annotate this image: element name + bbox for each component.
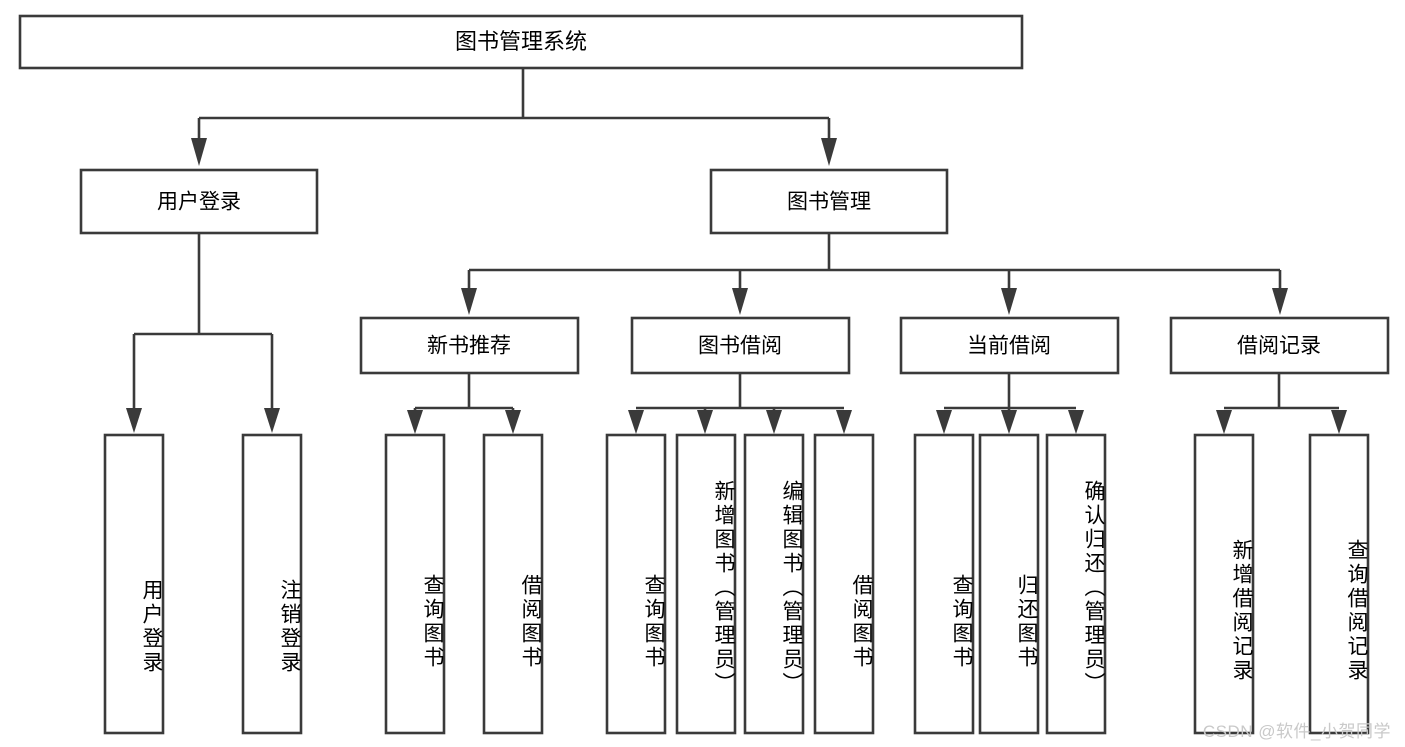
arrow-head-book-borrow <box>732 288 748 315</box>
leaf-box-br-query-record[interactable] <box>1308 433 1370 735</box>
arrow-head-bb-leaf-2 <box>697 410 713 434</box>
node-root-system-label: 图书管理系统 <box>455 29 587 54</box>
node-current-borrow-box <box>899 316 1120 375</box>
node-borrow-record-label: 借阅记录 <box>1237 335 1321 358</box>
leaf-box-nb-borrow-book[interactable] <box>482 433 544 735</box>
leaf-box-user-login[interactable] <box>103 433 165 735</box>
arrow-head-nb-leaf-1 <box>407 410 423 434</box>
arrow-head-bb-leaf-1 <box>628 410 644 434</box>
arrow-head-leaf-user-login <box>126 408 142 433</box>
leaf-box-bb-borrow-book[interactable] <box>813 433 875 735</box>
leaf-box-cb-query-book[interactable] <box>913 433 975 735</box>
connector-new-book-to-leaves <box>407 373 521 434</box>
node-root-system-box <box>18 14 1024 70</box>
node-borrow-record[interactable]: 借阅记录 <box>1169 316 1390 375</box>
arrow-head-bb-leaf-3 <box>766 410 782 434</box>
arrow-head-cb-leaf-3 <box>1068 410 1084 434</box>
leaf-box-nb-query-book[interactable] <box>384 433 446 735</box>
arrow-head-borrow-record <box>1272 288 1288 315</box>
connector-book-borrow-to-leaves <box>628 373 852 434</box>
node-root-system[interactable]: 图书管理系统 <box>18 14 1024 70</box>
arrow-head-bb-leaf-4 <box>836 410 852 434</box>
node-current-borrow-label: 当前借阅 <box>967 335 1051 358</box>
leaf-box-bb-add-book[interactable] <box>675 433 737 735</box>
node-new-book-recommend[interactable]: 新书推荐 <box>359 316 580 375</box>
arrow-head-br-leaf-1 <box>1216 410 1232 434</box>
arrow-head-book-manage <box>821 138 837 166</box>
leaf-box-br-add-record[interactable] <box>1193 433 1255 735</box>
csdn-watermark: CSDN @软件_小贺同学 <box>1202 722 1391 741</box>
leaf-box-logout[interactable] <box>241 433 303 735</box>
connector-user-login-to-leaves <box>126 233 280 433</box>
node-book-manage-box <box>709 168 949 235</box>
node-book-manage[interactable]: 图书管理 <box>709 168 949 235</box>
node-new-book-recommend-box <box>359 316 580 375</box>
node-book-borrow-label: 图书借阅 <box>698 335 782 358</box>
arrow-head-leaf-logout <box>264 408 280 433</box>
arrow-head-new-book <box>461 288 477 315</box>
connector-borrow-record-to-leaves <box>1216 373 1347 434</box>
arrow-head-nb-leaf-2 <box>505 410 521 434</box>
arrow-head-user-login <box>191 138 207 166</box>
node-book-borrow[interactable]: 图书借阅 <box>630 316 851 375</box>
connector-root-to-level2 <box>191 68 837 166</box>
leaf-box-bb-query-book[interactable] <box>605 433 667 735</box>
arrow-head-cb-leaf-1 <box>936 410 952 434</box>
node-book-borrow-box <box>630 316 851 375</box>
arrow-head-br-leaf-2 <box>1331 410 1347 434</box>
node-borrow-record-box <box>1169 316 1390 375</box>
node-user-login-label: 用户登录 <box>157 191 241 214</box>
arrow-head-current-borrow <box>1001 288 1017 315</box>
leaf-box-cb-confirm-return[interactable] <box>1045 433 1107 735</box>
arrow-head-cb-leaf-2 <box>1001 410 1017 434</box>
node-book-manage-label: 图书管理 <box>787 191 871 214</box>
node-user-login[interactable]: 用户登录 <box>79 168 319 235</box>
leaf-box-bb-edit-book[interactable] <box>743 433 805 735</box>
connector-book-manage-to-level3 <box>461 233 1288 315</box>
node-current-borrow[interactable]: 当前借阅 <box>899 316 1120 375</box>
node-new-book-recommend-label: 新书推荐 <box>427 335 511 358</box>
connector-current-borrow-to-leaves <box>936 373 1084 434</box>
leaf-box-cb-return-book[interactable] <box>978 433 1040 735</box>
